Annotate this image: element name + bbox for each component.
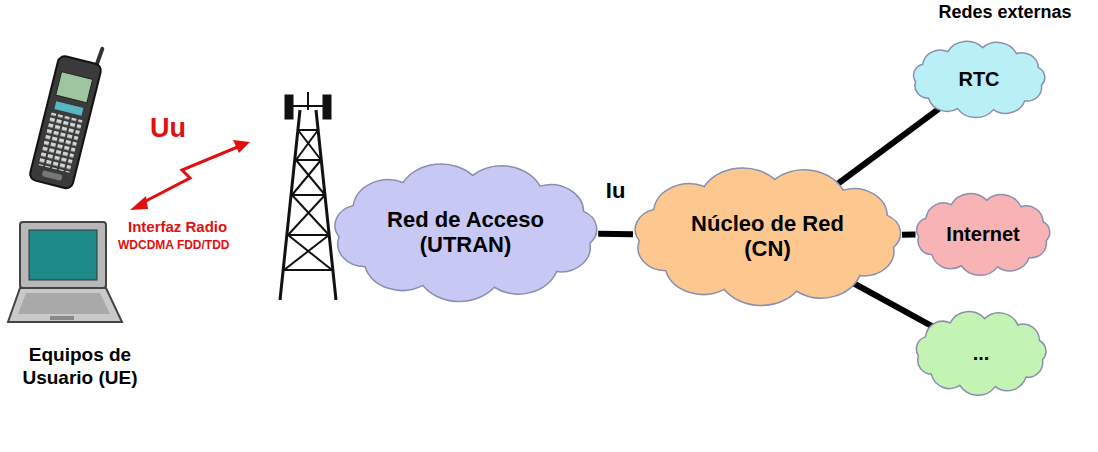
core-network-cloud: Núcleo de Red (CN) xyxy=(618,162,917,310)
radio-tower xyxy=(280,92,336,300)
radio-link-arrow xyxy=(130,140,250,210)
node-text: ... xyxy=(973,342,990,365)
network-link xyxy=(598,231,633,237)
external-network-cloud: Internet xyxy=(908,190,1058,278)
network-link xyxy=(902,232,916,238)
external-network-cloud: RTC xyxy=(905,38,1053,120)
interface-tech: WDCDMA FDD/TDD xyxy=(118,238,278,252)
access-network-cloud: Red de Acceso (UTRAN) xyxy=(318,158,613,306)
network-link xyxy=(835,106,943,186)
node-text: Internet xyxy=(946,223,1019,246)
equipment-caption: Equipos de Usuario (UE) xyxy=(0,344,160,390)
laptop xyxy=(8,222,122,322)
mobile-phone xyxy=(29,39,107,189)
network-link xyxy=(850,282,935,328)
external-network-cloud: ... xyxy=(908,308,1054,398)
interface-name: Uu xyxy=(150,112,210,144)
group-heading: Redes externas xyxy=(915,2,1095,24)
interface-label: Interfaz Radio xyxy=(128,218,278,236)
node-text: Núcleo de Red (CN) xyxy=(666,211,869,262)
interface-name: Iu xyxy=(604,178,628,204)
node-text: Red de Acceso (UTRAN) xyxy=(366,207,566,258)
node-text: RTC xyxy=(958,68,999,91)
